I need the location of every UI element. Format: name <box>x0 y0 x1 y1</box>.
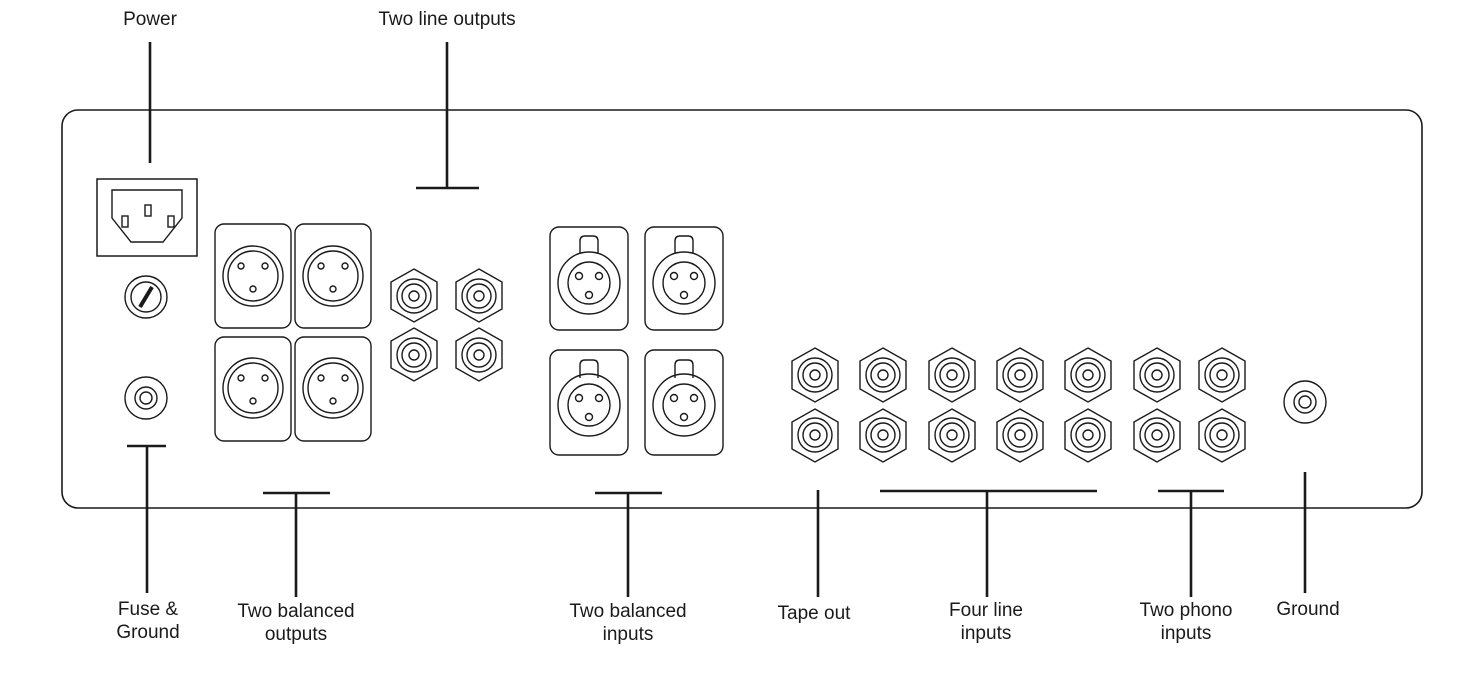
rca-jack-icon <box>791 347 839 403</box>
rca-jack-icon <box>455 327 503 382</box>
label-balanced-outputs: Two balanced outputs <box>237 600 354 646</box>
label-line-inputs: Four line inputs <box>949 599 1023 645</box>
rca-jack-icon <box>928 347 976 403</box>
fuse-ground-terminal-icon <box>124 376 168 420</box>
label-tape-out-text: Tape out <box>777 603 851 624</box>
power-inlet-icon <box>96 178 198 257</box>
rca-jack-icon <box>996 408 1044 463</box>
label-line-inputs-line2: inputs <box>960 623 1012 644</box>
label-line-outputs: Two line outputs <box>378 8 515 31</box>
rca-jack-icon <box>996 347 1044 403</box>
rca-jack-icon <box>390 327 438 382</box>
chassis-outline <box>61 109 1423 509</box>
phono-inputs-group <box>1133 347 1246 463</box>
label-phono-inputs-line2: inputs <box>1160 623 1212 644</box>
label-phono-inputs: Two phono inputs <box>1140 599 1233 645</box>
label-phono-inputs-line1: Two phono <box>1139 600 1233 621</box>
rca-jack-icon <box>791 408 839 463</box>
rca-jack-icon <box>1198 347 1246 403</box>
label-line-inputs-line1: Four line <box>949 600 1023 621</box>
balanced-outputs-group <box>214 223 372 442</box>
xlr-female-connector-icon <box>549 226 629 331</box>
label-line-outputs-text: Two line outputs <box>378 9 516 30</box>
tape-out-group <box>791 347 839 463</box>
label-ground-text: Ground <box>1276 599 1340 620</box>
label-power-text: Power <box>123 9 177 30</box>
xlr-male-connector-icon <box>214 223 292 329</box>
rca-jack-icon <box>455 268 503 323</box>
line-inputs-group <box>859 347 1112 463</box>
label-tape-out: Tape out <box>778 602 851 625</box>
rca-jack-icon <box>390 268 438 323</box>
rca-jack-icon <box>859 408 907 463</box>
label-fuse-ground: Fuse & Ground <box>116 598 179 644</box>
line-outputs-group <box>390 268 503 382</box>
xlr-male-connector-icon <box>214 336 292 442</box>
xlr-female-connector-icon <box>549 349 629 456</box>
rca-jack-icon <box>1133 347 1181 403</box>
xlr-female-connector-icon <box>644 226 724 331</box>
label-power: Power <box>123 8 177 31</box>
callout-lines <box>127 42 1307 597</box>
label-fuse-ground-line1: Fuse & <box>117 599 179 620</box>
label-balanced-outputs-line2: outputs <box>264 624 328 645</box>
rca-jack-icon <box>1064 408 1112 463</box>
ground-terminal-icon <box>1283 380 1327 424</box>
rca-jack-icon <box>928 408 976 463</box>
rca-jack-icon <box>859 347 907 403</box>
label-ground: Ground <box>1276 598 1339 621</box>
label-fuse-ground-line2: Ground <box>116 622 180 643</box>
fuse-holder-icon <box>124 275 168 319</box>
label-balanced-inputs-line1: Two balanced <box>569 601 687 622</box>
rca-jack-icon <box>1064 347 1112 403</box>
xlr-male-connector-icon <box>294 336 372 442</box>
rca-jack-icon <box>1133 408 1181 463</box>
rca-jack-icon <box>1198 408 1246 463</box>
xlr-female-connector-icon <box>644 349 724 456</box>
label-balanced-inputs: Two balanced inputs <box>569 600 686 646</box>
xlr-male-connector-icon <box>294 223 372 329</box>
label-balanced-outputs-line1: Two balanced <box>237 601 355 622</box>
balanced-inputs-group <box>549 226 724 456</box>
label-balanced-inputs-line2: inputs <box>602 624 654 645</box>
